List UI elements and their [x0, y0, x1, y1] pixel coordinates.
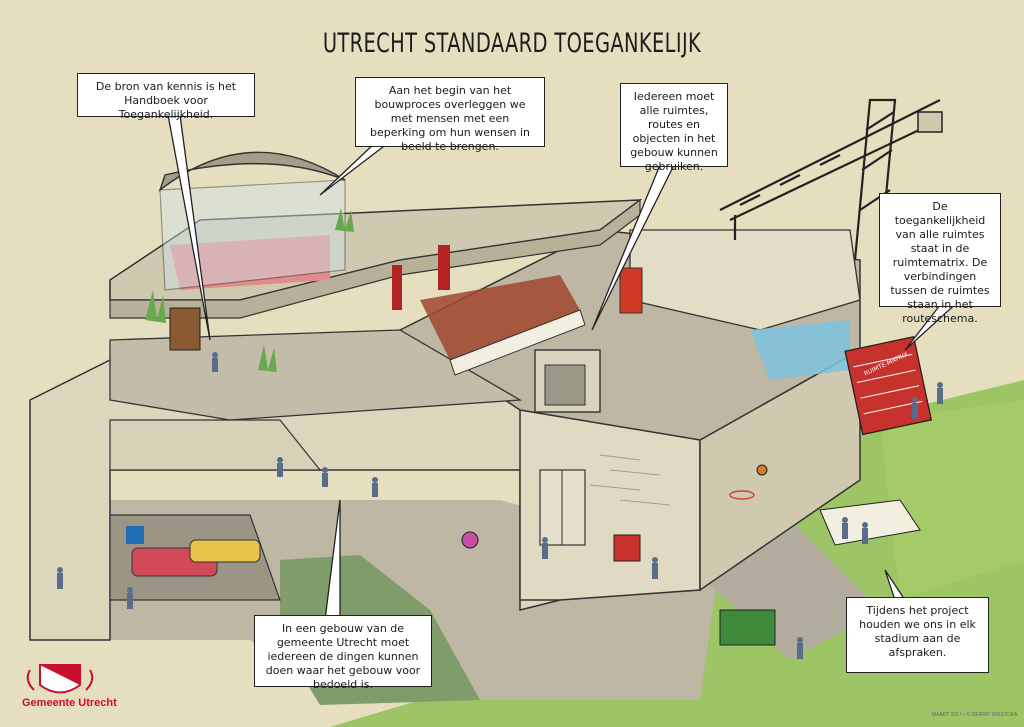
callout-handboek: De bron van kennis is het Handboek voor … — [77, 73, 255, 121]
basketball-hoop — [729, 490, 755, 500]
callout-ruimtematrix: De toegankelijkheid van alle ruimtes sta… — [879, 193, 1001, 325]
callout-bouwproces: Aan het begin van het bouwproces overleg… — [355, 77, 545, 153]
potted-plant-roof — [335, 208, 354, 232]
auditorium-platform — [449, 309, 586, 376]
callout-project: Tijdens het project houden we ons in elk… — [846, 597, 989, 673]
ruimtematrix-board — [844, 335, 933, 436]
logo-text: Gemeente Utrecht — [22, 697, 117, 709]
yellow-car — [189, 539, 261, 563]
left-lower-room — [109, 419, 322, 471]
parking-sign — [126, 526, 144, 544]
scooter — [461, 531, 479, 549]
credit-line: MAART 2017 • © GERRIT GRISTOKA — [932, 712, 1018, 718]
bookshelf — [169, 307, 201, 351]
lift-sign — [613, 534, 641, 562]
meeting-room-floor — [170, 235, 330, 290]
basketball — [756, 464, 768, 476]
stage-curtain-left — [392, 265, 402, 310]
potted-plant-center — [258, 345, 277, 372]
callout-gebouw: In een gebouw van de gemeente Utrecht mo… — [254, 615, 432, 691]
plant-crates — [719, 609, 776, 646]
pointer-bouwproces — [319, 139, 394, 196]
auditorium-seats — [420, 275, 580, 360]
left-middle-floor — [109, 329, 523, 421]
meeting-room-roof — [158, 151, 346, 192]
utrecht-coat-of-arms-icon — [26, 664, 94, 694]
vending-machine — [619, 267, 643, 314]
construction-crane — [719, 98, 941, 261]
people — [57, 352, 943, 659]
bathroom-tiles — [750, 320, 850, 380]
stage-curtain-right — [438, 245, 450, 290]
poster-title: UTRECHT STANDAARD TOEGANKELIJK — [322, 28, 702, 59]
callout-iedereen: Iedereen moet alle ruimtes, routes en ob… — [620, 83, 728, 173]
crane-cab — [917, 111, 943, 133]
potted-plant-left — [145, 290, 166, 323]
meeting-room-glass — [159, 179, 346, 291]
